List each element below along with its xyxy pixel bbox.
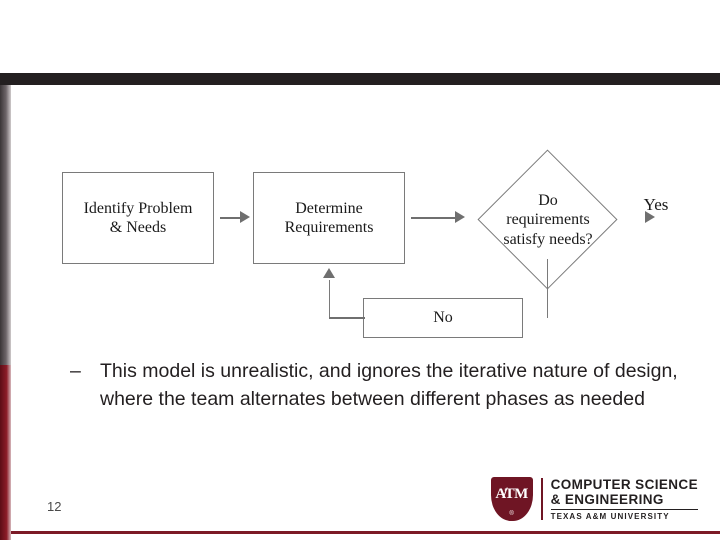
logo-line-1: COMPUTER SCIENCE (550, 476, 698, 492)
node-identify-line2: & Needs (109, 219, 167, 236)
left-accent-strip-dark (0, 85, 11, 365)
edge-identify-to-determine-arrowhead (240, 211, 250, 223)
node-determine-line2: Requirements (284, 219, 374, 236)
logo-wordmark: COMPUTER SCIENCE & ENGINEERING TEXAS A&M… (550, 476, 698, 522)
tamu-cse-logo: A̸TM ® COMPUTER SCIENCE & ENGINEERING TE… (490, 476, 698, 522)
logo-line-2: & ENGINEERING (550, 492, 664, 507)
edge-determine-to-decision-line (411, 217, 457, 219)
header-band (0, 73, 720, 85)
node-no-label: No (433, 309, 453, 327)
page-number: 12 (47, 499, 62, 514)
edge-no-to-determine-horizontal (329, 317, 365, 319)
shield-monogram: A̸TM (495, 486, 528, 502)
node-no-path: No (363, 298, 523, 338)
node-decision-wrapper: Do requirements satisfy needs? (477, 149, 618, 290)
logo-divider (540, 478, 543, 520)
edge-label-yes: Yes (643, 195, 669, 214)
edge-identify-to-determine-line (220, 217, 242, 219)
edge-determine-to-decision-arrowhead (455, 211, 465, 223)
tamu-shield-icon: A̸TM ® (490, 477, 533, 521)
node-identify-line1: Identify Problem (83, 199, 193, 217)
node-determine-line1: Determine (295, 199, 363, 217)
shield-background (490, 477, 533, 521)
edge-decision-to-no-vertical (547, 259, 548, 318)
logo-rule (550, 509, 698, 511)
node-decision-line3: satisfy needs? (503, 230, 593, 248)
node-determine-requirements: Determine Requirements (253, 172, 405, 264)
footer-rule (11, 531, 720, 534)
bullet-text: This model is unrealistic, and ignores t… (100, 360, 678, 410)
edge-yes-arrowhead (645, 211, 655, 223)
bullet-marker: – (70, 360, 81, 382)
logo-line-3: TEXAS A&M UNIVERSITY (550, 512, 670, 522)
edge-no-to-determine-arrowhead (323, 268, 335, 278)
shield-registered-mark: ® (509, 511, 514, 517)
node-decision-label: Do requirements satisfy needs? (478, 150, 618, 290)
left-accent-strip-maroon (0, 365, 11, 540)
edge-no-to-determine-vertical (329, 280, 330, 318)
flowchart-diagram: Identify Problem & Needs Determine Requi… (48, 140, 688, 360)
body-bullet: – This model is unrealistic, and ignores… (70, 358, 690, 413)
node-identify-problem: Identify Problem & Needs (62, 172, 214, 264)
node-decision-line1: Do (538, 192, 558, 210)
node-decision-line2: requirements (506, 211, 590, 229)
